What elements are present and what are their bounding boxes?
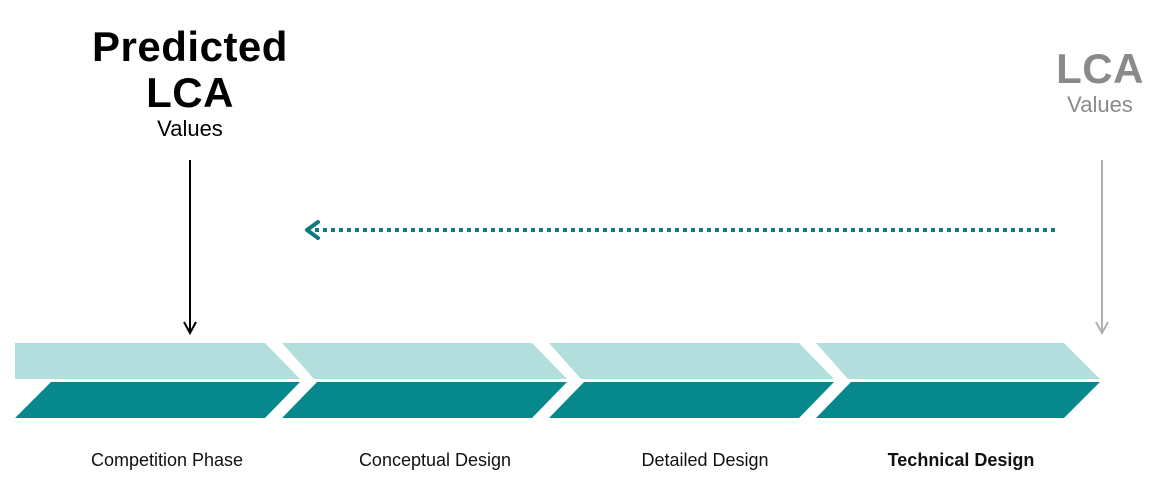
chevron-conceptual-top (282, 343, 567, 379)
chevron-detailed-top (549, 343, 834, 379)
phase-label-competition: Competition Phase (90, 450, 244, 470)
phase-label-conceptual: Conceptual Design (358, 450, 512, 470)
predicted-subtitle: Values (157, 116, 223, 141)
actual-arrow-head (1095, 321, 1109, 336)
chevron-competition-top (15, 343, 300, 379)
predicted-title-line2: LCA (146, 69, 234, 116)
chevron-competition-bottom (15, 382, 300, 418)
predicted-lca-heading: Predicted LCA Values (60, 24, 320, 142)
actual-title: LCA (1056, 45, 1144, 92)
actual-lca-heading: LCA Values (1040, 46, 1160, 118)
dotted-arrow-head (305, 220, 320, 240)
chevron-technical-top (816, 343, 1100, 379)
predicted-arrow-head (183, 321, 197, 336)
predicted-title-line1: Predicted (92, 23, 288, 70)
actual-subtitle: Values (1067, 92, 1133, 117)
phase-label-detailed: Detailed Design (641, 450, 769, 470)
chevron-detailed-bottom (549, 382, 834, 418)
chevron-conceptual-bottom (282, 382, 567, 418)
phase-label-technical: Technical Design (887, 450, 1035, 470)
chevron-technical-bottom (816, 382, 1100, 418)
